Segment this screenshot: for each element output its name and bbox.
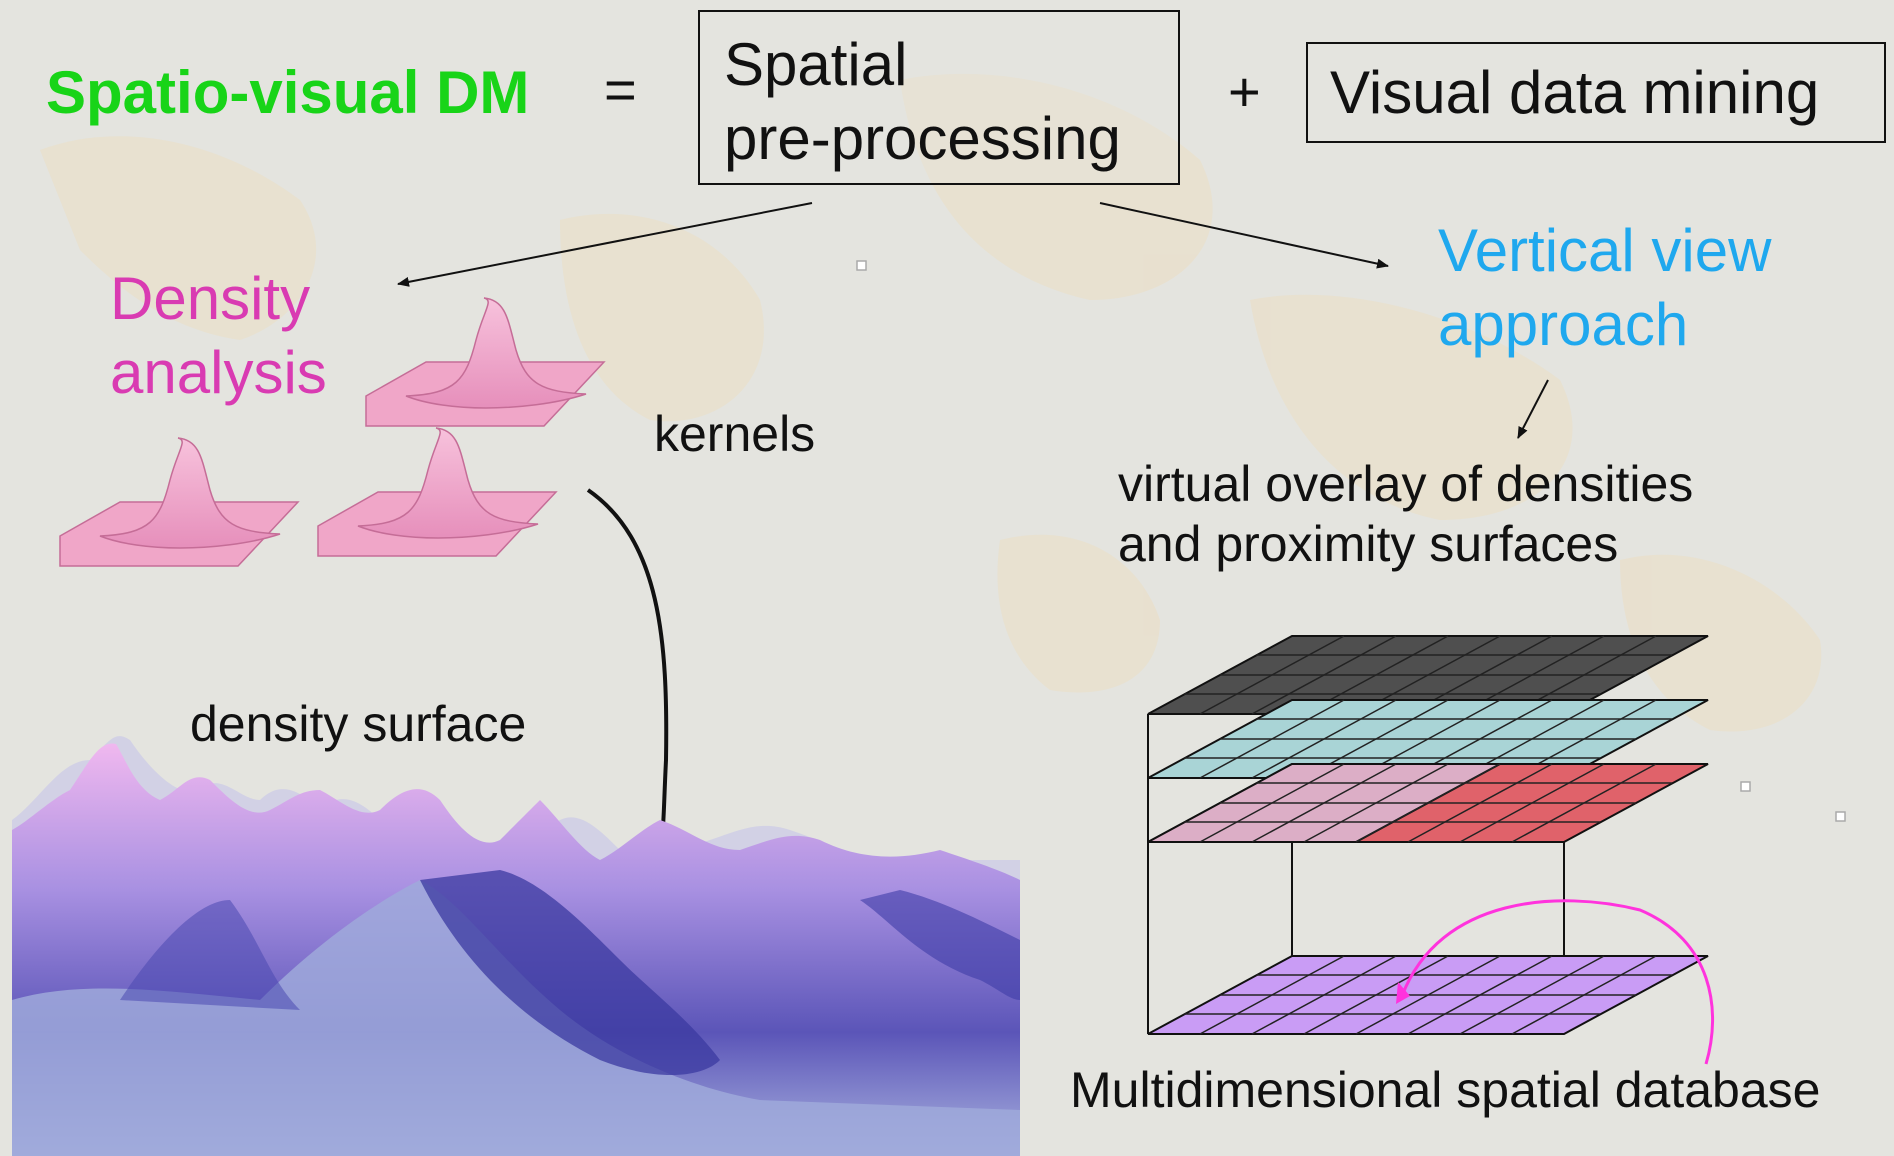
spatial-box-line2: pre-processing — [724, 105, 1121, 172]
spatial-box-line1: Spatial — [724, 31, 908, 98]
kernel-peak — [365, 297, 606, 427]
multidimensional-layers — [1147, 635, 1709, 1035]
density-surface-label: density surface — [190, 696, 527, 752]
equals-sign: = — [604, 58, 637, 121]
database-curve-arrowhead — [1396, 982, 1410, 1004]
density-surface-terrain — [12, 736, 1020, 1156]
decorative-dot — [856, 260, 867, 271]
visual-data-mining-box: Visual data mining — [1306, 42, 1886, 143]
database-curve-arrow — [1400, 899, 1715, 1065]
decorative-dot — [1835, 811, 1846, 822]
kernel-peak — [59, 437, 300, 567]
vertical-view-line2: approach — [1438, 291, 1689, 358]
visual-box-label: Visual data mining — [1330, 59, 1820, 126]
plus-sign: + — [1228, 60, 1261, 123]
kernels-label: kernels — [654, 406, 816, 462]
arrow-to-density — [397, 202, 813, 287]
vertical-view-line1: Vertical view — [1438, 217, 1772, 284]
overlay-label-line1: virtual overlay of densities — [1118, 456, 1694, 512]
spatial-preprocessing-box: Spatial pre-processing — [698, 10, 1180, 185]
kernels-to-surface-arrow — [586, 488, 683, 851]
density-analysis-line2: analysis — [110, 339, 327, 406]
overlay-label-line2: and proximity surfaces — [1118, 516, 1619, 572]
page-title: Spatio-visual DM — [46, 59, 530, 126]
arrow-to-vertical — [1099, 202, 1389, 269]
kernel-peak — [317, 427, 558, 557]
decorative-dot — [1740, 781, 1751, 792]
arrow-to-overlay — [1517, 379, 1549, 439]
database-label: Multidimensional spatial database — [1070, 1062, 1821, 1118]
density-analysis-line1: Density — [110, 265, 311, 332]
